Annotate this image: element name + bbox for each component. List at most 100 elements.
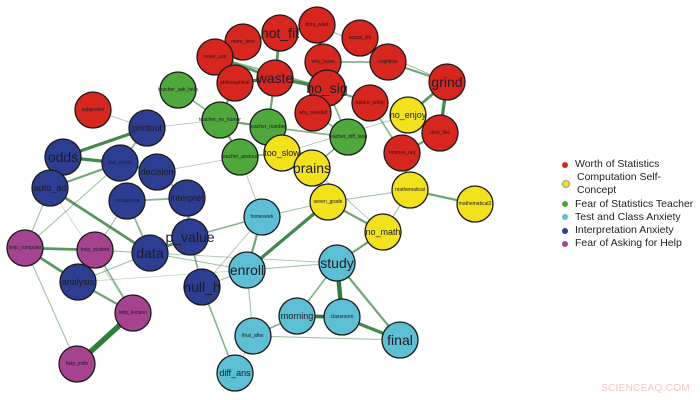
node-study[interactable]: study [318,244,356,282]
node-homework[interactable]: homework [243,198,281,236]
node-mathematical2[interactable]: mathematical2 [456,185,494,223]
node-circle [294,94,332,132]
node-cognitive[interactable]: cognitive [369,43,407,81]
node-decision[interactable]: decision [138,153,176,191]
legend-item-worth: Worth of Statistics [562,158,700,171]
node-circle [128,109,166,147]
node-classroom[interactable]: classroom [323,298,361,336]
node-actual_life[interactable]: actual_life [341,19,379,57]
node-help_student[interactable]: help_student [76,231,114,269]
node-label: study [320,255,353,271]
node-circle [456,185,494,223]
node-circle [369,43,407,81]
node-dont_want[interactable]: dont_want [298,6,336,44]
node-circle [76,231,114,269]
node-circle [364,213,402,251]
node-circle [261,14,299,52]
node-label: help_indiv [66,361,89,367]
legend-dot [562,214,568,221]
node-teacher_diff_lang[interactable]: teacher_diff_lang [329,118,367,156]
node-null_h[interactable]: null_h [183,268,221,306]
node-not_fit[interactable]: not_fit [261,14,299,52]
node-odds[interactable]: odds [44,138,82,176]
node-morning[interactable]: morning [278,297,316,335]
watermark: SCIENCEAQ.COM [601,383,690,394]
node-stat_article[interactable]: stat_article [101,144,139,182]
node-dont_like[interactable]: dont_like [421,114,459,152]
edge-stat_article-help_computer [24,162,121,249]
node-help_computer[interactable]: help_computer [6,229,44,267]
legend-dot [562,201,568,208]
node-label: not_fit [261,25,299,41]
node-waste[interactable]: waste [256,59,294,97]
legend-item-test: Test and Class Anxiety [562,211,700,224]
node-brains[interactable]: brains [293,149,331,187]
node-circle [108,182,146,220]
node-circle [391,171,429,209]
node-no_math[interactable]: no_math [364,213,402,251]
node-circle [59,263,97,301]
node-circle [196,38,234,76]
legend-item-teacher: Fear of Statistics Teacher [562,198,700,211]
node-teacher_anxious[interactable]: teacher_anxious [221,138,259,176]
node-final_after[interactable]: final_after [234,317,272,355]
node-interpret[interactable]: interpret [168,179,206,217]
node-conclusions[interactable]: conclusions [108,182,146,220]
legend-dot [562,227,568,234]
node-why_needed[interactable]: why_needed [294,94,332,132]
node-help_indiv[interactable]: help_indiv [58,345,96,383]
node-circle [138,153,176,191]
node-remove_req[interactable]: remove_req [383,134,421,172]
node-printout[interactable]: printout [128,109,166,147]
node-label: actual_life [349,35,372,41]
legend-dot [562,180,570,189]
legend-dot [562,240,568,247]
node-help_lecturer[interactable]: help_lecturer [114,294,152,332]
node-circle [351,84,389,122]
node-auto_ad[interactable]: auto_ad [31,169,69,207]
node-analysis[interactable]: analysis [59,263,97,301]
node-circle [381,321,419,359]
node-label: waste [256,70,294,86]
node-circle [309,183,347,221]
node-label: dont_like [430,130,450,136]
node-label: printout [132,123,163,133]
node-circle [329,118,367,156]
node-subjective[interactable]: subjective [74,91,112,129]
node-p_value[interactable]: p_value [165,218,215,256]
node-label: teacher_number [250,124,287,130]
node-seven_grade[interactable]: seven_grade [309,183,347,221]
node-data[interactable]: data [131,234,169,272]
node-too_slow[interactable]: too_slow [263,134,301,172]
node-never_use[interactable]: never_use [196,38,234,76]
node-mathematical[interactable]: mathematical [391,171,429,209]
node-no_enjoy[interactable]: no_enjoy [389,96,427,134]
node-philosophical[interactable]: philosophical [216,64,254,102]
node-final[interactable]: final [381,321,419,359]
node-teacher_no_humor[interactable]: teacher_no_humor [199,101,241,139]
legend-item-help: Fear of Asking for Help [562,237,700,250]
node-diff_ans[interactable]: diff_ans [216,354,254,392]
node-label: brains [293,160,331,176]
node-label: final [387,332,413,348]
node-nature_entity[interactable]: nature_entity [351,84,389,122]
node-circle [114,294,152,332]
node-circle [234,317,272,355]
node-label: enroll [230,262,264,278]
node-circle [243,198,281,236]
node-enroll[interactable]: enroll [228,251,266,289]
node-circle [293,149,331,187]
node-label: nature_entity [356,100,385,106]
legend-item-comp: Computation Self-Concept [562,171,700,197]
node-label: no_math [365,227,400,237]
node-label: help_student [81,247,110,253]
node-label: dont_want [305,22,329,28]
node-grind[interactable]: grind [428,63,466,101]
edge-analysis-enroll [77,269,248,283]
node-label: odds [48,149,78,165]
node-label: subjective [82,107,104,113]
node-label: cognitive [378,59,398,65]
node-label: stat_article [108,160,132,166]
node-teacher_ask_help[interactable]: teacher_ask_help [158,71,198,109]
